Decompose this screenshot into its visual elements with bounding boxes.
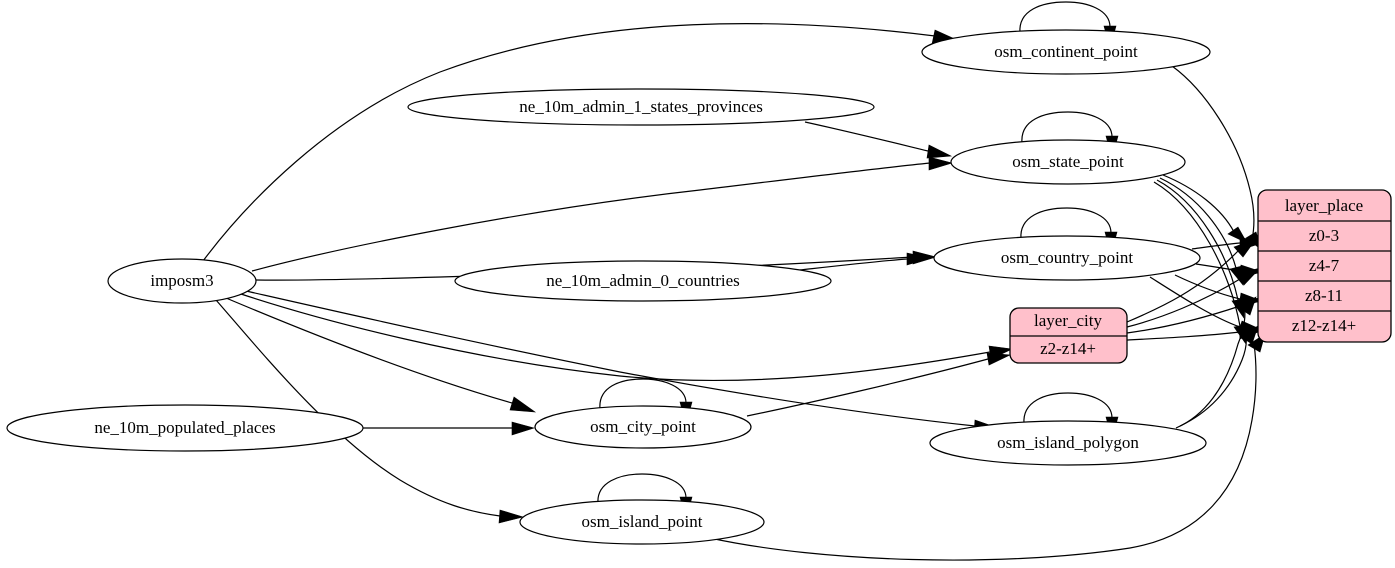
- node-label-ne_10m_admin_1_states_provinces: ne_10m_admin_1_states_provinces: [519, 97, 763, 116]
- record-row-z2-z14plus[interactable]: z2-z14+: [1040, 339, 1096, 358]
- edge-layer_city-to-layer_place-z4-7: [1126, 267, 1261, 328]
- node-osm_city_point[interactable]: osm_city_point: [534, 405, 752, 449]
- node-imposm3[interactable]: imposm3: [107, 258, 257, 304]
- node-osm_island_polygon[interactable]: osm_island_polygon: [929, 420, 1207, 466]
- record-row-z0-3[interactable]: z0-3: [1309, 226, 1339, 245]
- node-label-osm_country_point: osm_country_point: [1001, 248, 1133, 267]
- node-layer: imposm3 ne_10m_admin_1_states_provinces …: [6, 29, 1211, 545]
- record-row-layer_place-title: layer_place: [1285, 196, 1363, 215]
- edge-ne_admin1-to-osm_state_point: [804, 121, 953, 159]
- node-label-osm_state_point: osm_state_point: [1012, 152, 1124, 171]
- edge-imposm3-to-osm_island_point: [215, 299, 525, 524]
- record-row-z8-11[interactable]: z8-11: [1305, 286, 1343, 305]
- node-label-osm_island_polygon: osm_island_polygon: [997, 433, 1139, 452]
- record-row-z12-z14plus[interactable]: z12-z14+: [1292, 316, 1356, 335]
- edge-imposm3-to-osm_city_point: [225, 297, 537, 413]
- record-row-z4-7[interactable]: z4-7: [1309, 256, 1340, 275]
- edge-ne_populated-to-osm_city_point: [363, 421, 536, 436]
- node-ne_10m_admin_1_states_provinces[interactable]: ne_10m_admin_1_states_provinces: [407, 88, 875, 126]
- record-row-layer_city-title: layer_city: [1034, 311, 1102, 330]
- node-osm_island_point[interactable]: osm_island_point: [519, 499, 765, 545]
- node-osm_continent_point[interactable]: osm_continent_point: [921, 29, 1211, 75]
- node-osm_state_point[interactable]: osm_state_point: [950, 139, 1186, 185]
- node-ne_10m_populated_places[interactable]: ne_10m_populated_places: [6, 404, 364, 452]
- edge-imposm3-to-osm_state_point: [251, 156, 954, 272]
- node-label-ne_10m_admin_0_countries: ne_10m_admin_0_countries: [546, 271, 740, 290]
- node-label-ne_10m_populated_places: ne_10m_populated_places: [94, 418, 275, 437]
- node-label-osm_island_point: osm_island_point: [582, 512, 703, 531]
- edge-imposm3-to-layer_city: [240, 293, 1014, 382]
- edge-imposm3-to-osm_continent_point: [202, 23, 959, 262]
- edge-layer_city-to-layer_place-z0-3: [1126, 238, 1257, 323]
- record-layer_city[interactable]: layer_city z2-z14+: [1009, 307, 1128, 364]
- record-layer_place[interactable]: layer_place z0-3 z4-7 z8-11 z12-z14+: [1257, 189, 1392, 343]
- edge-osm_island_polygon-to-layer_place-z12-z14: [1179, 325, 1259, 427]
- edge-osm_continent_point-to-layer_place-z0-3: [1171, 65, 1263, 251]
- record-layer: layer_place z0-3 z4-7 z8-11 z12-z14+ lay…: [1009, 189, 1392, 364]
- node-ne_10m_admin_0_countries[interactable]: ne_10m_admin_0_countries: [454, 260, 832, 302]
- edge-layer_city-to-layer_place-z12-z14: [1126, 325, 1263, 341]
- edge-osm_state_point-to-layer_place-z0-3: [1162, 174, 1248, 244]
- node-label-imposm3: imposm3: [150, 271, 213, 290]
- edge-layer_city-to-layer_place-z8-11: [1126, 297, 1263, 334]
- node-osm_country_point[interactable]: osm_country_point: [933, 235, 1201, 281]
- node-label-osm_city_point: osm_city_point: [590, 417, 696, 436]
- edge-ne_admin0-to-osm_country_point: [799, 252, 932, 271]
- edge-osm_city_point-to-layer_city: [746, 352, 1012, 417]
- node-label-osm_continent_point: osm_continent_point: [994, 42, 1138, 61]
